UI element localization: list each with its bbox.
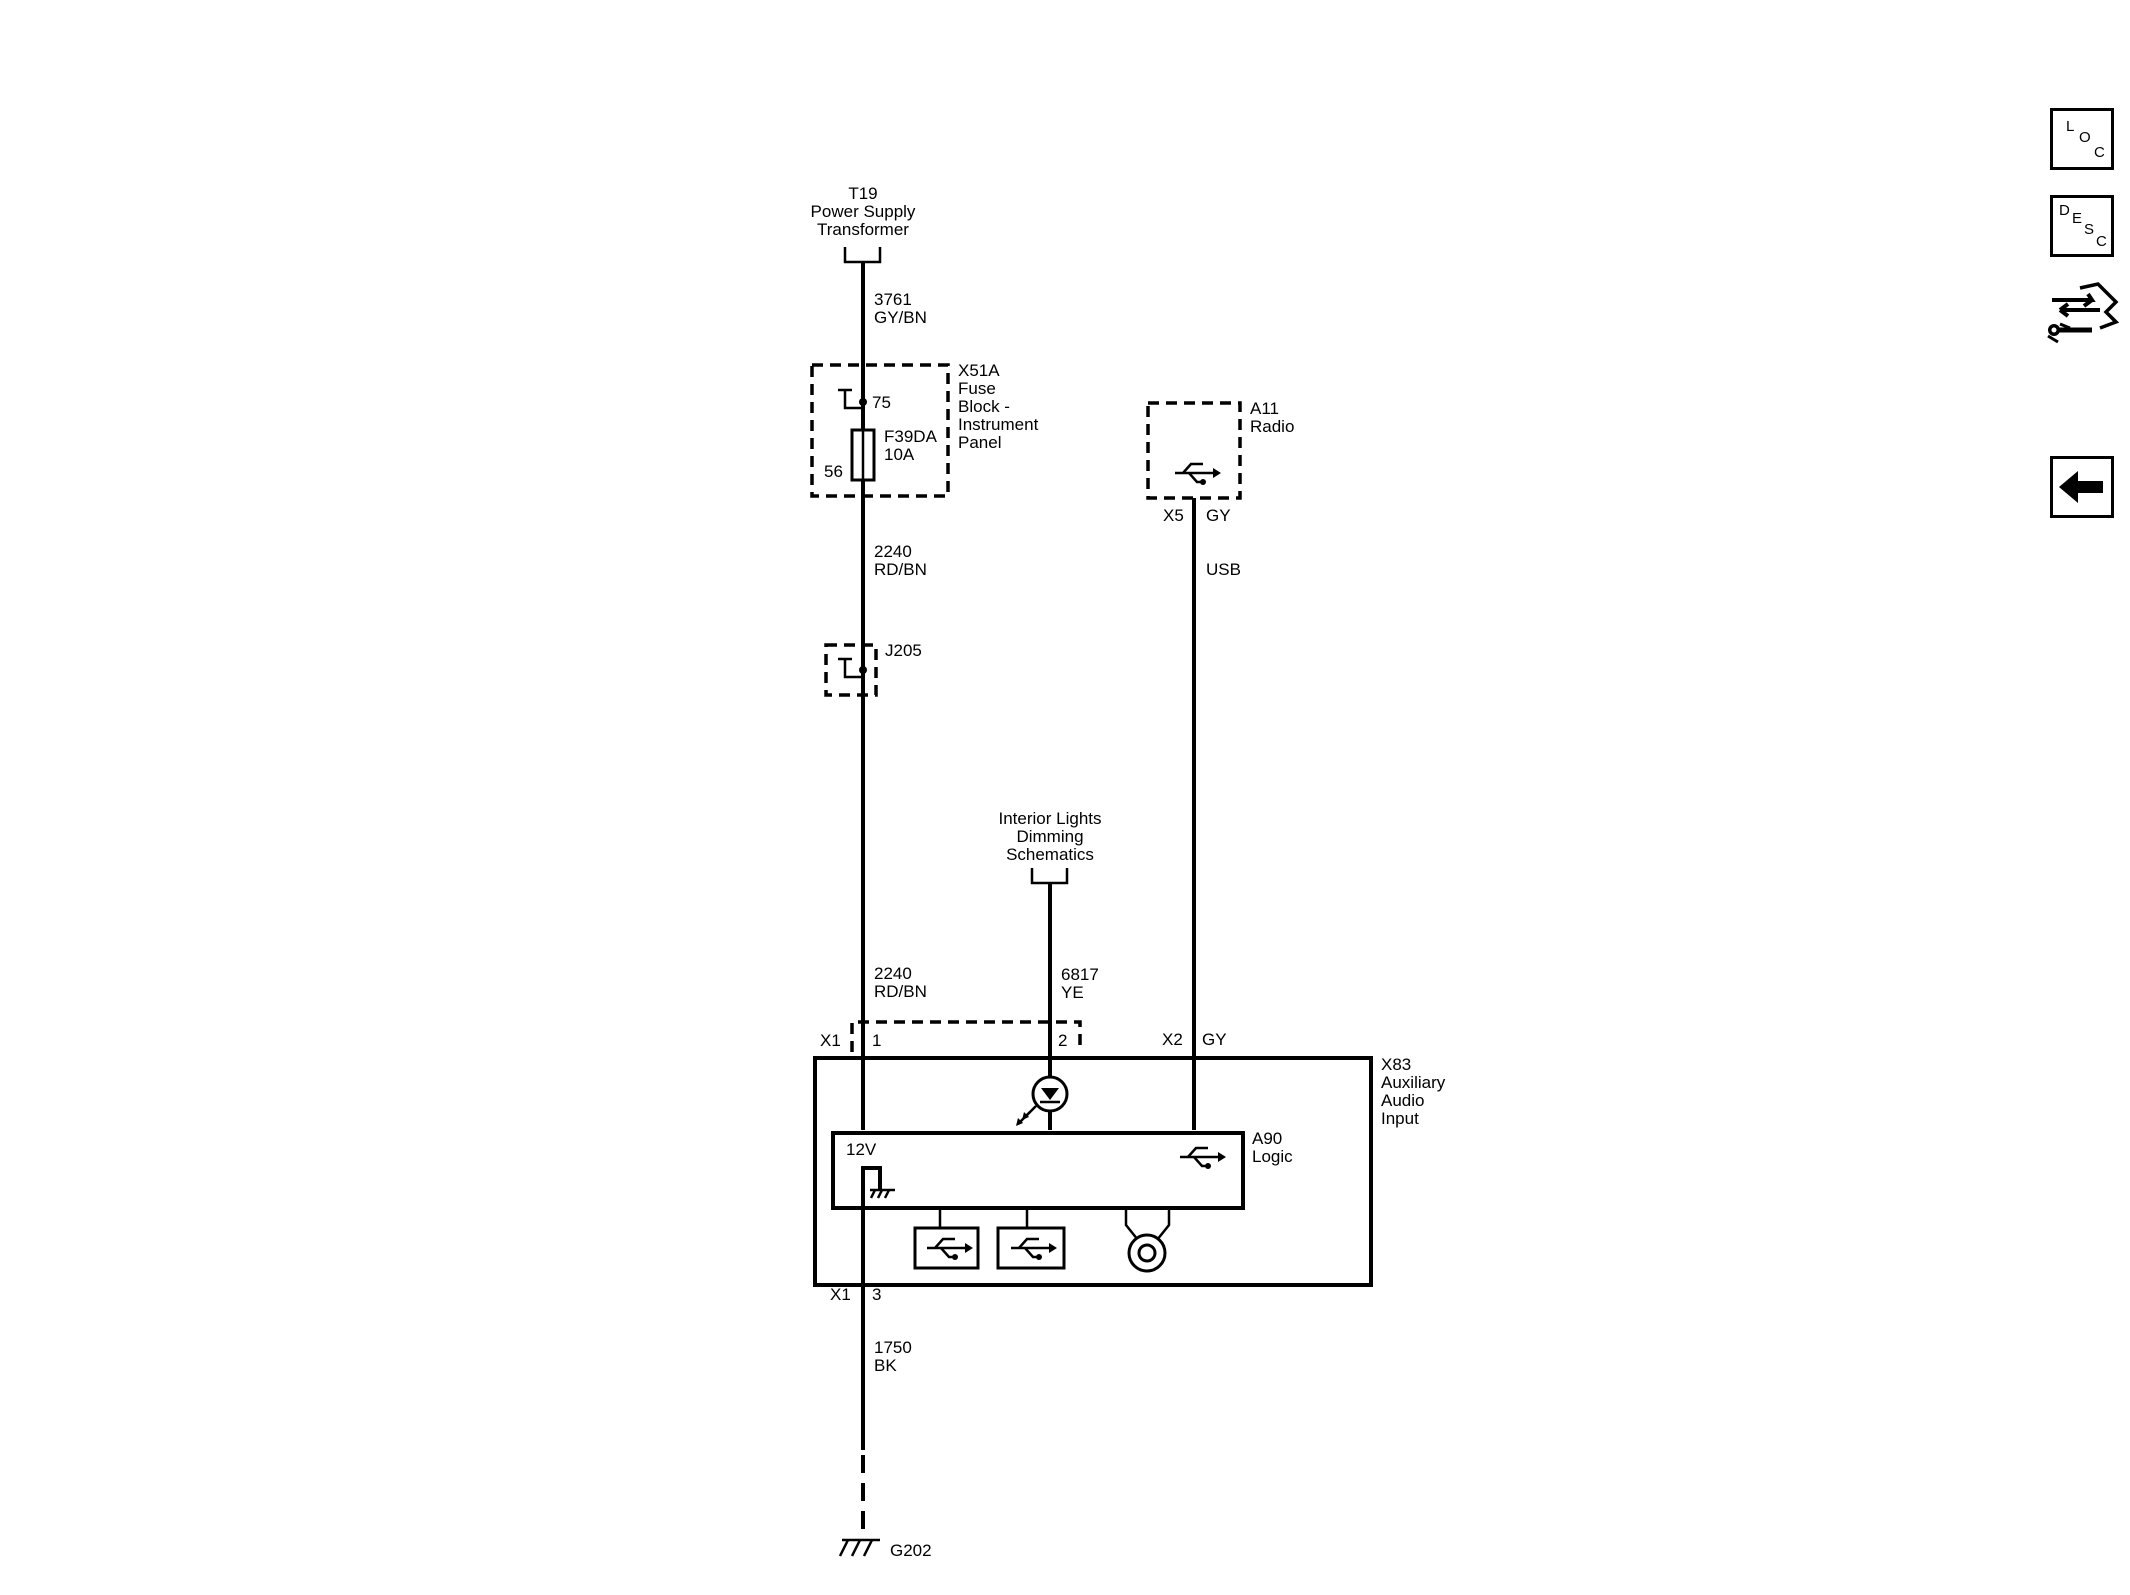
a11-connector: X5 [1163, 506, 1184, 525]
usb-port-2[interactable] [996, 1208, 1066, 1270]
t19-connector-symbol [843, 247, 882, 264]
a11-pin-color: GY [1206, 506, 1231, 525]
x83-name-3: Input [1381, 1109, 1419, 1128]
wire-usb-label: USB [1206, 560, 1241, 579]
x51a-terminal-75-symbol [843, 390, 863, 410]
x51a-name-2: Block - [958, 397, 1010, 416]
connector-repair-button[interactable] [2040, 278, 2120, 353]
a90-12v-label: 12V [846, 1140, 877, 1159]
x1-top-label: X1 [820, 1031, 841, 1050]
x51a-id: X51A [958, 361, 1000, 380]
fuse-id: F39DA [884, 427, 938, 446]
t19-label: T19 Power Supply Transformer [811, 184, 916, 239]
a90-logic-module[interactable] [831, 1131, 1245, 1210]
t19-name-1: Power Supply [811, 202, 916, 221]
j205-terminal-symbol [843, 659, 863, 679]
x1-connector-outline [850, 1020, 1082, 1052]
g202-ground-icon [838, 1538, 880, 1557]
back-arrow-icon [2059, 471, 2103, 503]
j205-splice-pack[interactable] [824, 643, 878, 697]
a90-chassis-ground-icon [861, 1166, 895, 1208]
wire-1750-circuit: 1750 [874, 1338, 912, 1357]
interior-lights-connector-symbol [1030, 868, 1069, 885]
x51a-fuse-block[interactable] [810, 363, 950, 498]
x51a-name-1: Fuse [958, 379, 996, 398]
desc-letter-e: E [2072, 210, 2083, 227]
loc-letter-l: L [2066, 118, 2075, 135]
x2-pin-color: GY [1202, 1030, 1227, 1049]
loc-letter-c: C [2094, 144, 2105, 161]
g202-label: G202 [890, 1541, 932, 1560]
desc-letter-s: S [2084, 221, 2095, 238]
x51a-name-3: Instrument [958, 415, 1039, 434]
t19-id: T19 [848, 184, 877, 203]
a11-usb-icon [1175, 462, 1221, 485]
x83-auxiliary-audio-input[interactable] [813, 1056, 1373, 1287]
a11-radio[interactable] [1146, 401, 1242, 500]
a90-usb-icon [1180, 1146, 1226, 1169]
x83-name-2: Audio [1381, 1091, 1424, 1110]
x83-name-1: Auxiliary [1381, 1073, 1446, 1092]
connector-repair-icon [2047, 282, 2120, 344]
a90-name: Logic [1252, 1147, 1293, 1166]
interior-lights-label-1: Interior Lights [999, 809, 1102, 828]
x1-pin-1: 1 [872, 1031, 881, 1050]
wire-3761-color: GY/BN [874, 308, 927, 327]
wire-2240-color-lower: RD/BN [874, 982, 927, 1001]
back-button[interactable] [2050, 456, 2114, 518]
wire-6817-circuit: 6817 [1061, 965, 1099, 984]
x51a-name-4: Panel [958, 433, 1001, 452]
loc-letter-o: O [2079, 129, 2091, 146]
x1-bottom-label: X1 [830, 1285, 851, 1304]
t19-name-2: Transformer [817, 220, 909, 239]
x51a-pin-75: 75 [872, 393, 891, 412]
interior-lights-label-2: Dimming [1016, 827, 1083, 846]
x83-id: X83 [1381, 1055, 1411, 1074]
a11-id: A11 [1250, 399, 1279, 418]
interior-lights-label-3: Schematics [1006, 845, 1094, 864]
loc-button[interactable]: L O C [2050, 108, 2114, 170]
fuse-rating: 10A [884, 445, 915, 464]
usb-port-1[interactable] [913, 1208, 980, 1270]
wire-2240-circuit-lower: 2240 [874, 964, 912, 983]
x51a-pin-56: 56 [824, 462, 843, 481]
x1-pin-3: 3 [872, 1285, 881, 1304]
wire-2240-circuit-upper: 2240 [874, 542, 912, 561]
j205-terminal-dot [859, 666, 867, 674]
x1-pin-2: 2 [1058, 1031, 1067, 1050]
x2-label: X2 [1162, 1030, 1183, 1049]
desc-letter-c: C [2096, 233, 2107, 250]
desc-button[interactable]: D E S C [2050, 195, 2114, 257]
a11-name: Radio [1250, 417, 1294, 436]
desc-letter-d: D [2059, 202, 2070, 219]
aux-audio-jack-icon[interactable] [1124, 1208, 1171, 1273]
wire-3761-circuit: 3761 [874, 290, 912, 309]
wire-1750-color: BK [874, 1356, 897, 1375]
a90-id: A90 [1252, 1129, 1282, 1148]
illumination-led-icon [1016, 1075, 1069, 1126]
wire-2240-color-upper: RD/BN [874, 560, 927, 579]
j205-id: J205 [885, 641, 922, 660]
wire-6817-color: YE [1061, 983, 1084, 1002]
